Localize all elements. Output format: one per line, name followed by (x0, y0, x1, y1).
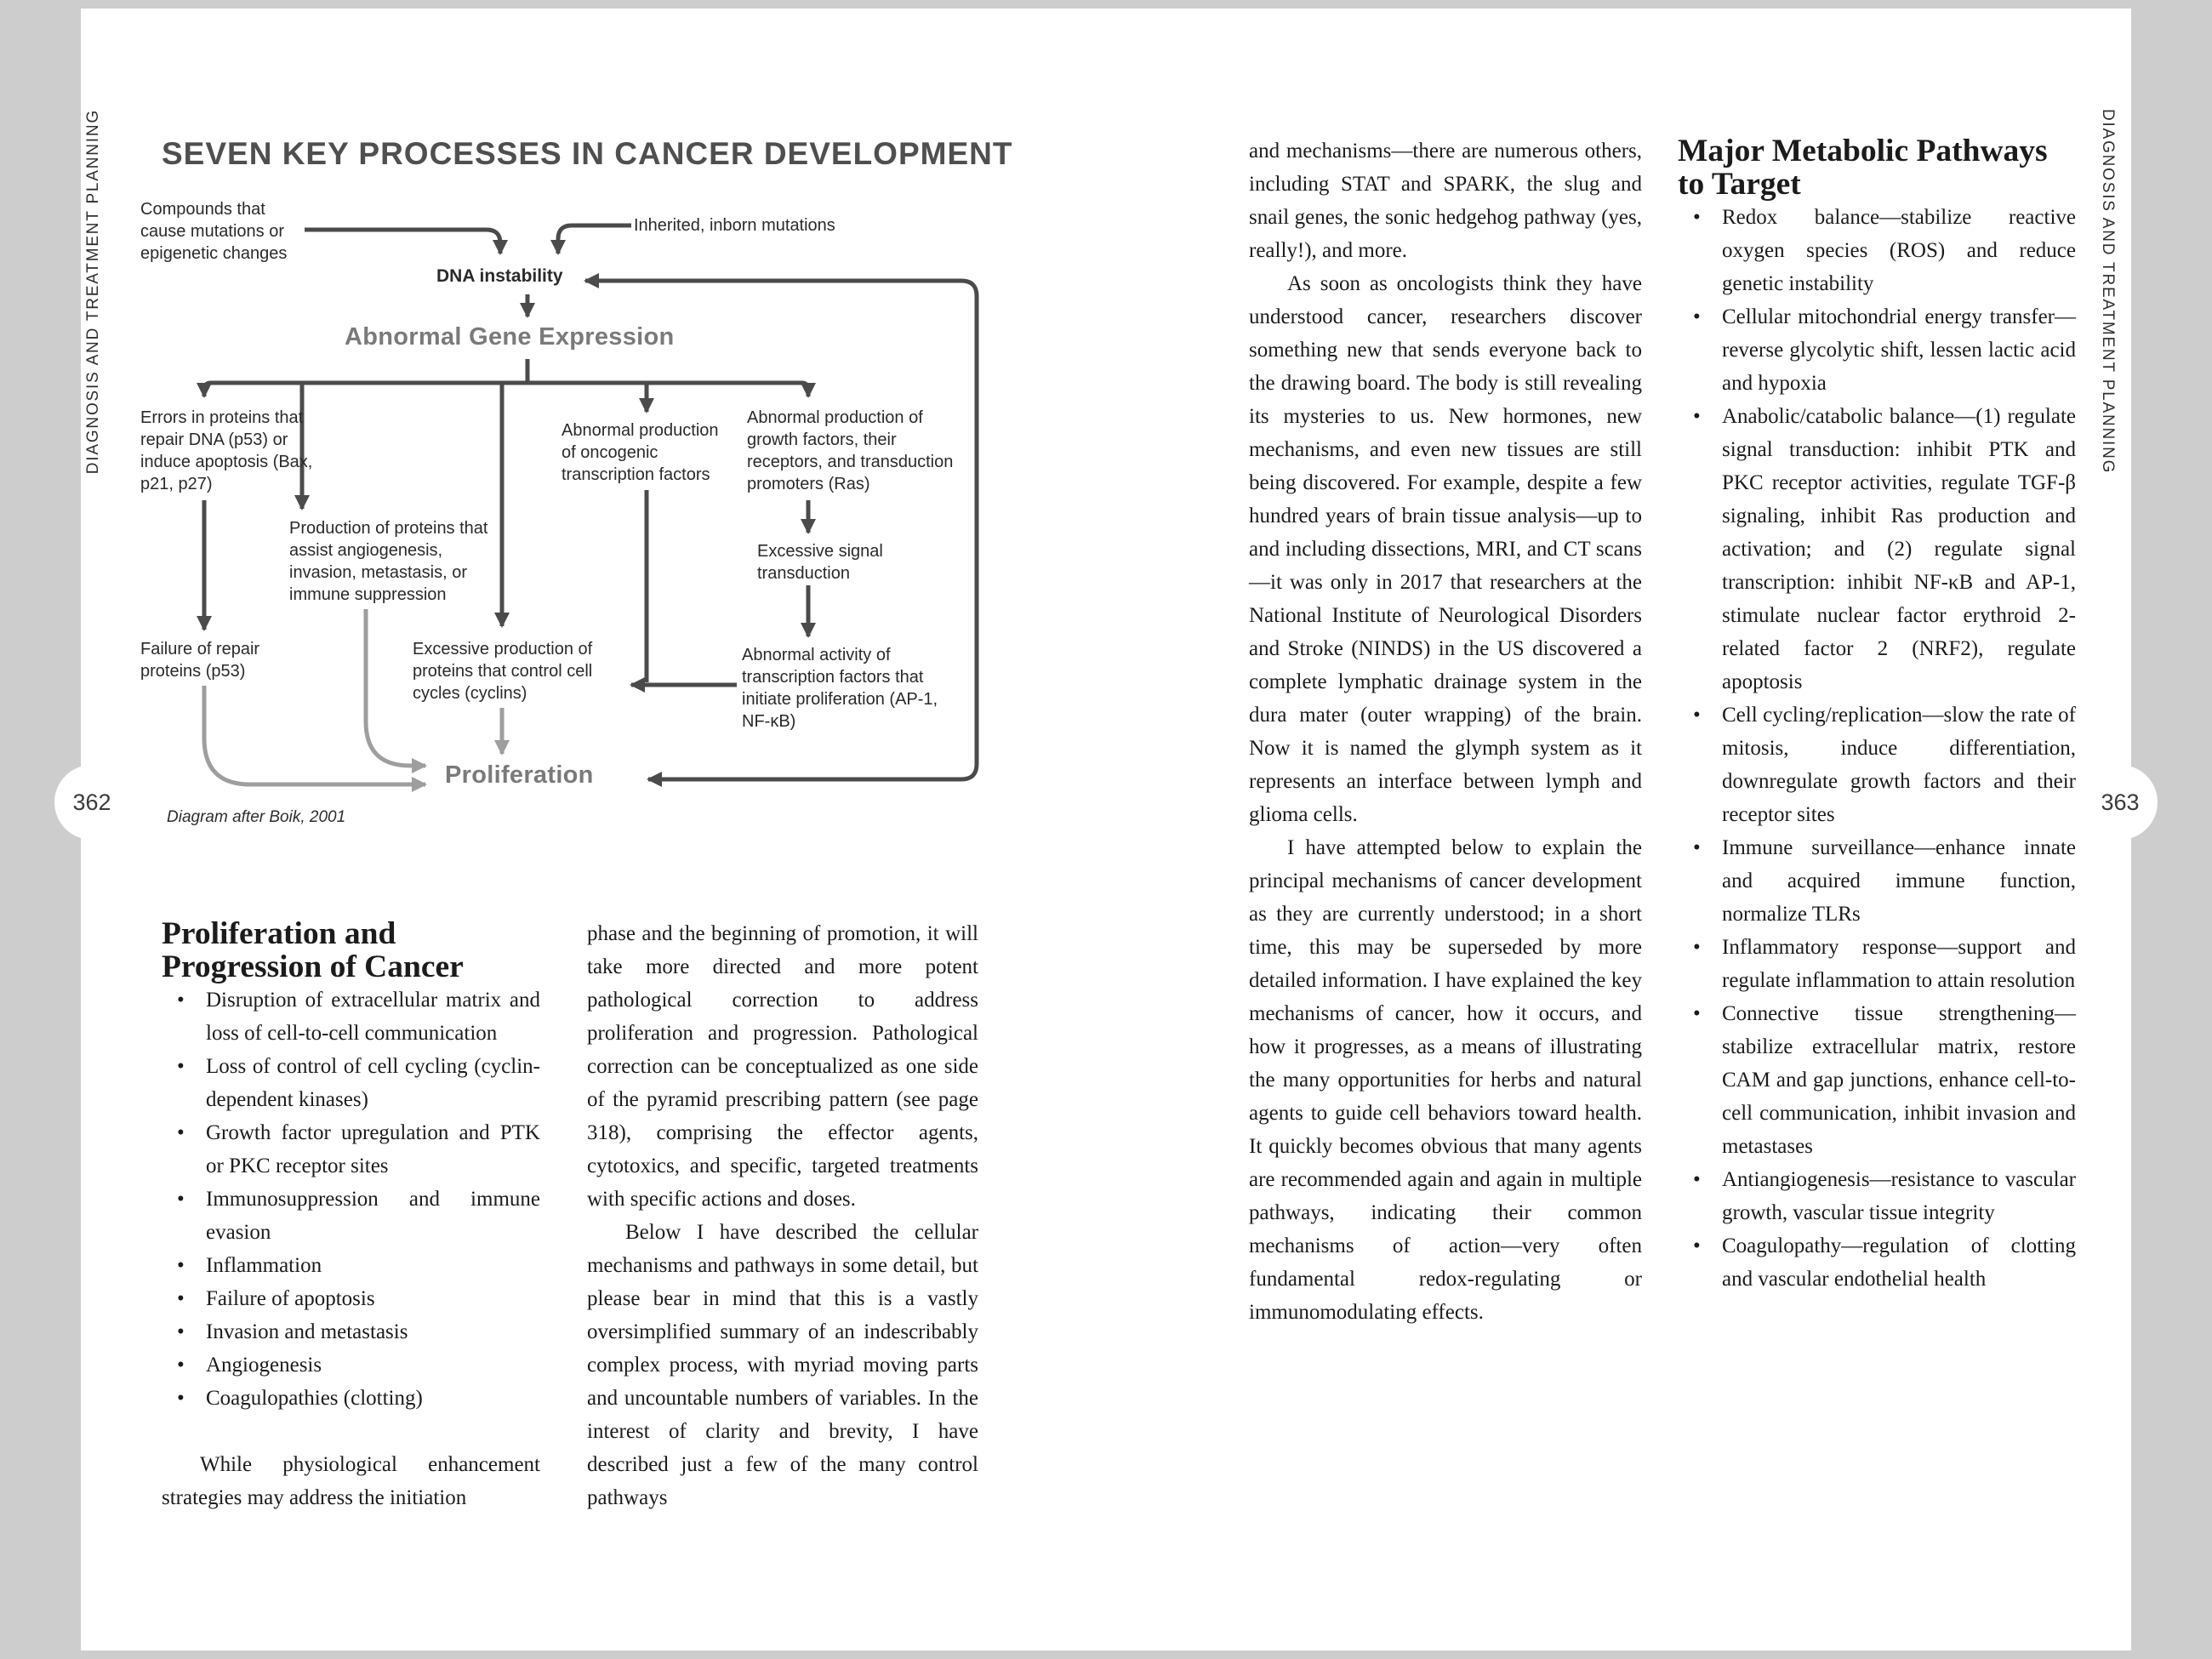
column-right-2: Major Metabolic Pathways to Target Redox… (1678, 134, 2076, 1296)
bullet-item: Anabolic/catabolic balance—(1) regulate … (1678, 400, 2076, 698)
bullet-item: Coagulopathy—regulation of clotting and … (1678, 1229, 2076, 1296)
node-ap1-nfkb: Abnormal activity of transcription facto… (742, 646, 938, 731)
paragraph: I have attempted below to explain the pr… (1249, 836, 1642, 1324)
paragraph: Below I have described the cellular mech… (587, 1221, 978, 1509)
column-left-2: phase and the beginning of promotion, it… (587, 917, 978, 1514)
edge-tab-left: DIAGNOSIS AND TREATMENT PLANNING (84, 109, 102, 475)
diagram-caption: Diagram after Boik, 2001 (167, 808, 346, 826)
bullet-item: Cellular mitochondrial energy transfer—r… (1678, 300, 2076, 400)
node-compounds-mutations: Compounds that cause mutations or epigen… (140, 200, 288, 263)
bullet-item: Redox balance—stabilize reactive oxygen … (1678, 201, 2076, 300)
paragraph: As soon as oncologists think they have u… (1249, 272, 1642, 826)
bullet-item: Coagulopathies (clotting) (162, 1382, 540, 1415)
node-angiogenesis-proteins: Production of proteins that assist angio… (289, 519, 488, 604)
node-failure-repair-proteins: Failure of repair proteins (p53) (140, 640, 260, 681)
paragraph: While physiological enhancement strategi… (162, 1453, 540, 1509)
page-number-left-value: 362 (72, 789, 111, 815)
bullet-item: Connective tissue strengthening—stabiliz… (1678, 997, 2076, 1163)
column-right-1: and mechanisms—there are numerous others… (1249, 134, 1642, 1329)
bullet-item: Immunosuppression and immune evasion (162, 1183, 540, 1249)
bullet-item: Disruption of extracellular matrix and l… (162, 983, 540, 1050)
bullet-item: Invasion and metastasis (162, 1315, 540, 1348)
section-heading-metabolic-pathways: Major Metabolic Pathways to Target (1678, 134, 2048, 202)
paragraph: and mechanisms—there are numerous others… (1249, 140, 1642, 262)
node-abnormal-gene-expression: Abnormal Gene Expression (345, 323, 675, 351)
paragraph: phase and the beginning of promotion, it… (587, 922, 978, 1211)
page-number-left: 362 (54, 765, 129, 840)
node-growth-factors: Abnormal production of growth factors, t… (747, 408, 954, 493)
bullet-item: Loss of control of cell cycling (cyclin-… (162, 1050, 540, 1116)
page-number-right-value: 363 (2101, 789, 2140, 815)
bullet-item: Inflammation (162, 1249, 540, 1282)
node-excessive-signal-transduction: Excessive signal transduction (757, 542, 883, 583)
page-number-right: 363 (2083, 765, 2158, 840)
diagram-title: SEVEN KEY PROCESSES IN CANCER DEVELOPMEN… (162, 136, 1013, 171)
edge-tab-right: DIAGNOSIS AND TREATMENT PLANNING (2099, 109, 2117, 475)
bullet-item: Antiangiogenesis—resistance to vascular … (1678, 1163, 2076, 1229)
column-left-1: Proliferation and Progression of Cancer … (162, 917, 540, 1514)
bullet-item: Inflammatory response—support and regula… (1678, 931, 2076, 997)
bullet-item: Growth factor upregulation and PTK or PK… (162, 1116, 540, 1183)
node-dna-instability: DNA instability (436, 266, 563, 286)
section-heading-proliferation: Proliferation and Progression of Cancer (162, 916, 464, 984)
node-proliferation: Proliferation (445, 761, 594, 789)
bullet-item: Angiogenesis (162, 1348, 540, 1382)
node-inherited-mutations: Inherited, inborn mutations (634, 216, 835, 235)
node-cyclins: Excessive production of proteins that co… (413, 640, 593, 703)
bullet-item: Cell cycling/replication—slow the rate o… (1678, 698, 2076, 831)
node-oncogenic-transcription-factors: Abnormal production of oncogenic transcr… (562, 421, 719, 484)
bullet-item: Failure of apoptosis (162, 1282, 540, 1315)
node-errors-repair-proteins: Errors in proteins that repair DNA (p53)… (140, 408, 313, 493)
bullet-item: Immune surveillance—enhance innate and a… (1678, 831, 2076, 931)
